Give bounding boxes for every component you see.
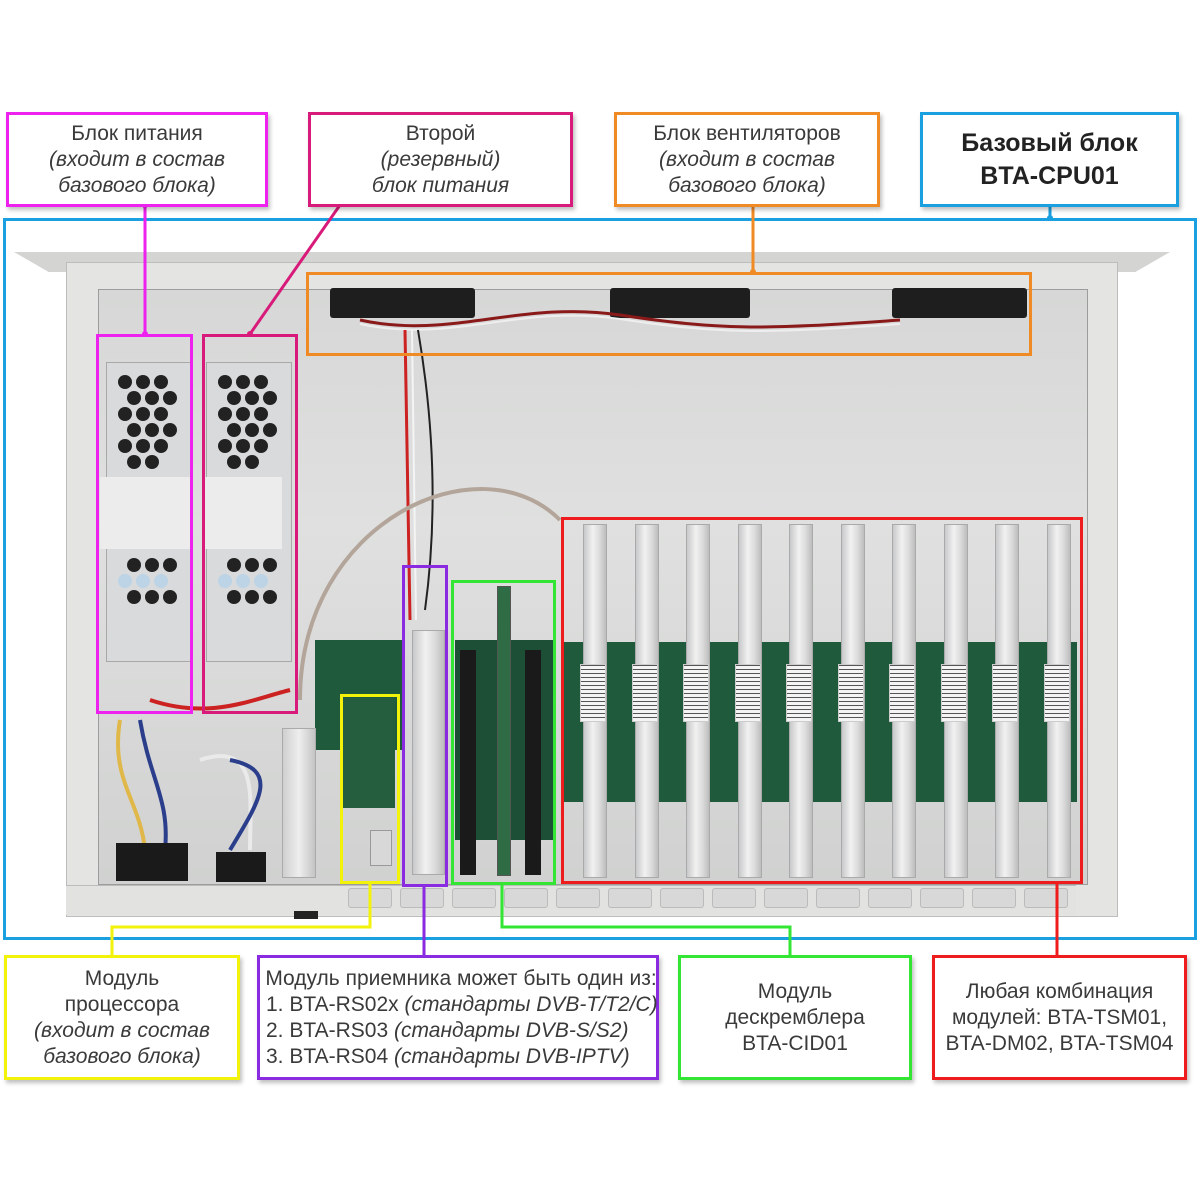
front-panel-tab — [556, 888, 600, 908]
front-panel-tab — [868, 888, 912, 908]
front-latch — [294, 911, 318, 919]
leader-cpu — [110, 884, 372, 955]
side-bracket — [282, 728, 316, 878]
highlight-cpu — [340, 694, 400, 884]
callout-backup-psu-line-3: блок питания — [371, 173, 510, 197]
barcode-sticker — [889, 664, 915, 722]
callout-fan-unit: Блок вентиляторов (входит в состав базов… — [614, 112, 880, 207]
receiver-option-3-model: BTA-RS04 — [289, 1044, 389, 1068]
callout-module-combination: Любая комбинация модулей: BTA-TSM01, BTA… — [932, 955, 1187, 1080]
receiver-option-1-num: 1. — [266, 992, 284, 1016]
callout-base-unit-title: Базовый блок — [961, 128, 1138, 157]
callout-descrambler-module: Модуль дескремблера BTA-CID01 — [678, 955, 912, 1080]
barcode-sticker — [786, 664, 812, 722]
front-panel-tab — [764, 888, 808, 908]
front-panel-tab — [712, 888, 756, 908]
callout-combo-line-2: модулей: BTA-TSM01, — [951, 1005, 1168, 1029]
callout-cpu-module: Модуль процессора (входит в состав базов… — [4, 955, 240, 1080]
front-panel-tab — [400, 888, 444, 908]
highlight-receiver — [402, 565, 448, 887]
receiver-option-1-standard: (стандарты DVB-T/T2/C) — [404, 992, 658, 1016]
callout-descrambler-line-3: BTA-CID01 — [742, 1031, 848, 1055]
callout-base-unit: Базовый блок BTA-CPU01 — [920, 112, 1179, 207]
receiver-option-2-model: BTA-RS03 — [289, 1018, 389, 1042]
barcode-sticker — [1043, 664, 1070, 722]
callout-cpu-note-2: базового блока) — [43, 1044, 201, 1068]
barcode-sticker — [992, 664, 1018, 722]
receiver-option-1: 1. BTA-RS02x (стандарты DVB-T/T2/C) — [266, 992, 658, 1018]
callout-cpu-note-1: (входит в состав — [34, 1018, 210, 1042]
fan-1 — [330, 288, 475, 318]
receiver-option-2: 2. BTA-RS03 (стандарты DVB-S/S2) — [266, 1018, 628, 1044]
callout-base-unit-model: BTA-CPU01 — [980, 161, 1119, 190]
psu-2-vent-top — [218, 375, 277, 469]
callout-cpu-line-1: Модуль — [84, 966, 160, 990]
barcode-sticker — [580, 664, 606, 722]
descrambler-card — [497, 586, 511, 876]
callout-fan-unit-title: Блок вентиляторов — [653, 121, 841, 145]
fan-2 — [610, 288, 750, 318]
receiver-option-1-model: BTA-RS02x — [289, 992, 399, 1016]
psu-1-label — [100, 477, 192, 549]
callout-fan-unit-note-1: (входит в состав — [659, 147, 835, 171]
callout-power-supply-note-2: базового блока) — [58, 173, 216, 197]
psu-2-label — [204, 477, 282, 549]
callout-cpu-line-2: процессора — [64, 992, 180, 1016]
callout-combo-line-3: BTA-DM02, BTA-TSM04 — [945, 1031, 1174, 1055]
fan-3 — [892, 288, 1027, 318]
receiver-option-3-num: 3. — [266, 1044, 284, 1068]
cpu-module-board — [343, 698, 395, 808]
barcode-sticker — [683, 664, 709, 722]
front-panel-tab — [972, 888, 1016, 908]
barcode-sticker — [734, 664, 761, 722]
front-panel-tab — [452, 888, 496, 908]
callout-backup-power-supply: Второй (резервный) блок питания — [308, 112, 573, 207]
descrambler-slot-1 — [460, 650, 476, 875]
barcode-sticker — [837, 664, 864, 722]
receiver-option-2-num: 2. — [266, 1018, 284, 1042]
front-panel-tab — [608, 888, 652, 908]
front-panel-tab — [504, 888, 548, 908]
cpu-ethernet-port — [370, 830, 392, 866]
receiver-option-3: 3. BTA-RS04 (стандарты DVB-IPTV) — [266, 1044, 630, 1070]
callout-backup-psu-line-1: Второй — [405, 121, 476, 145]
leader-psu-2 — [248, 204, 342, 335]
callout-receiver-heading: Модуль приемника может быть один из: — [265, 966, 657, 990]
front-panel-tab — [816, 888, 860, 908]
receiver-option-3-standard: (стандарты DVB-IPTV) — [394, 1044, 630, 1068]
psu-1-vent-bottom — [118, 558, 177, 604]
callout-power-supply-title: Блок питания — [71, 121, 203, 145]
barcode-sticker — [631, 664, 658, 722]
psu-1-vent-top — [118, 375, 177, 469]
leader-descrambler — [500, 885, 792, 955]
barcode-sticker — [940, 664, 967, 722]
receiver-option-2-standard: (стандарты DVB-S/S2) — [394, 1018, 629, 1042]
descrambler-slot-2 — [525, 650, 541, 875]
front-panel-tab — [660, 888, 704, 908]
power-connector-1 — [116, 843, 188, 881]
psu-2-vent-bottom — [218, 558, 277, 604]
callout-backup-psu-line-2: (резервный) — [380, 147, 501, 171]
callout-descrambler-line-2: дескремблера — [725, 1005, 865, 1029]
receiver-plate — [412, 630, 445, 875]
callout-descrambler-line-1: Модуль — [757, 979, 833, 1003]
power-connector-2 — [216, 852, 266, 882]
callout-combo-line-1: Любая комбинация — [965, 979, 1154, 1003]
highlight-modules — [561, 517, 1083, 884]
front-panel-tab — [920, 888, 964, 908]
highlight-descrambler — [451, 580, 556, 885]
callout-power-supply-note-1: (входит в состав — [49, 147, 225, 171]
base-unit-frame — [3, 218, 1197, 940]
callout-receiver-module: Модуль приемника может быть один из: 1. … — [257, 955, 659, 1080]
highlight-fans — [306, 272, 1032, 356]
callout-power-supply: Блок питания (входит в состав базового б… — [6, 112, 268, 207]
callout-fan-unit-note-2: базового блока) — [668, 173, 826, 197]
